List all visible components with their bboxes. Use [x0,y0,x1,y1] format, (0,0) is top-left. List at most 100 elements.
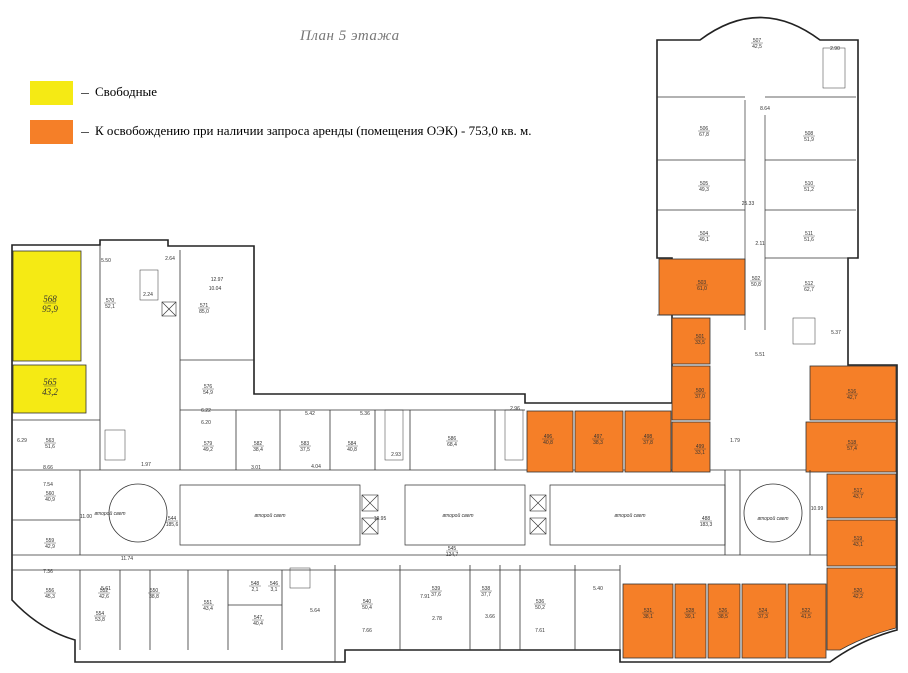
building-outline [11,16,898,663]
room-number: 501 [696,334,705,340]
room-area: 43,2 [42,387,58,397]
room-number: 576 [204,384,213,390]
dimension-label: 5.42 [305,411,315,417]
room-area: 38,4 [253,447,263,453]
room-497[interactable] [574,410,624,473]
dimension-label: 5.51 [755,352,765,358]
dimension-label: 5.37 [831,330,841,336]
dimension-label: 4.04 [311,464,321,470]
room-area: 39,1 [685,614,695,620]
room-area: 49,3 [699,187,709,193]
room-area: 50,2 [535,605,545,611]
room-number: 554 [96,611,105,617]
dimension-label: 2.24 [143,292,153,298]
room-520[interactable] [826,567,897,651]
room-number: 563 [46,438,55,444]
room-area: 51,2 [804,187,814,193]
legend-free-label: Свободные [95,83,158,99]
room-number: 500 [696,388,705,394]
room-area: 38,8 [149,594,159,600]
room-number: 518 [848,440,857,446]
room-498[interactable] [624,410,672,473]
room-number: 559 [46,538,55,544]
room-number: 499 [696,444,705,450]
room-519[interactable] [826,519,897,567]
room-501[interactable] [671,317,711,365]
room-area: 40,8 [347,447,357,453]
room-number: 583 [301,441,310,447]
room-area: 41,5 [801,614,811,620]
room-number: 508 [805,131,814,137]
room-517[interactable] [826,473,897,519]
room-area: 51,9 [804,137,814,143]
room-number: 531 [644,608,653,614]
legend-oek: К освобождению при наличии запроса аренд… [30,120,532,144]
free-rooms [12,250,87,414]
room-area: 57,4 [847,446,857,452]
dimension-label: 10.95 [374,516,387,522]
room-area: 40,9 [45,497,55,503]
room-number: 510 [805,181,814,187]
legend-dash [81,92,89,94]
courtyard-label: второй свет [94,510,125,517]
room-526[interactable] [707,583,741,659]
lift-shafts [161,301,547,535]
room-number: 504 [700,231,709,237]
dimension-label: 5.40 [593,586,603,592]
room-area: 62,7 [804,287,814,293]
room-area: 3,1 [271,587,278,593]
dimension-label: 11.74 [121,556,133,562]
room-522[interactable] [787,583,827,659]
room-area: 95,9 [42,304,58,314]
room-565[interactable] [12,364,87,414]
room-531[interactable] [622,583,674,659]
room-524[interactable] [741,583,787,659]
room-number: 584 [348,441,357,447]
room-area: 38,5 [718,614,728,620]
legend-oek-swatch [30,120,73,144]
room-518[interactable] [805,421,897,473]
room-516[interactable] [809,365,897,421]
room-area: 53,8 [95,617,105,623]
dimension-label: 7.91 [420,594,430,600]
dimension-label: 7.61 [535,628,545,634]
room-number: 546 [270,581,279,587]
room-503[interactable] [658,258,746,316]
room-568[interactable] [12,250,82,362]
room-area: 37,8 [643,440,653,446]
room-500[interactable] [671,365,711,421]
room-number: 571 [200,303,209,309]
room-area: 85,0 [199,309,209,315]
room-number: 550 [150,588,159,594]
room-number: 512 [805,281,814,287]
room-number: 536 [536,599,545,605]
room-528[interactable] [674,583,707,659]
dimension-label: 2.90 [830,46,840,52]
room-499[interactable] [671,421,711,473]
room-496[interactable] [526,410,574,473]
room-area: 37,3 [758,614,768,620]
room-area: 33,5 [695,340,705,346]
room-number: 544 [168,516,177,522]
room-number: 582 [254,441,263,447]
room-area: 51,6 [804,237,814,243]
